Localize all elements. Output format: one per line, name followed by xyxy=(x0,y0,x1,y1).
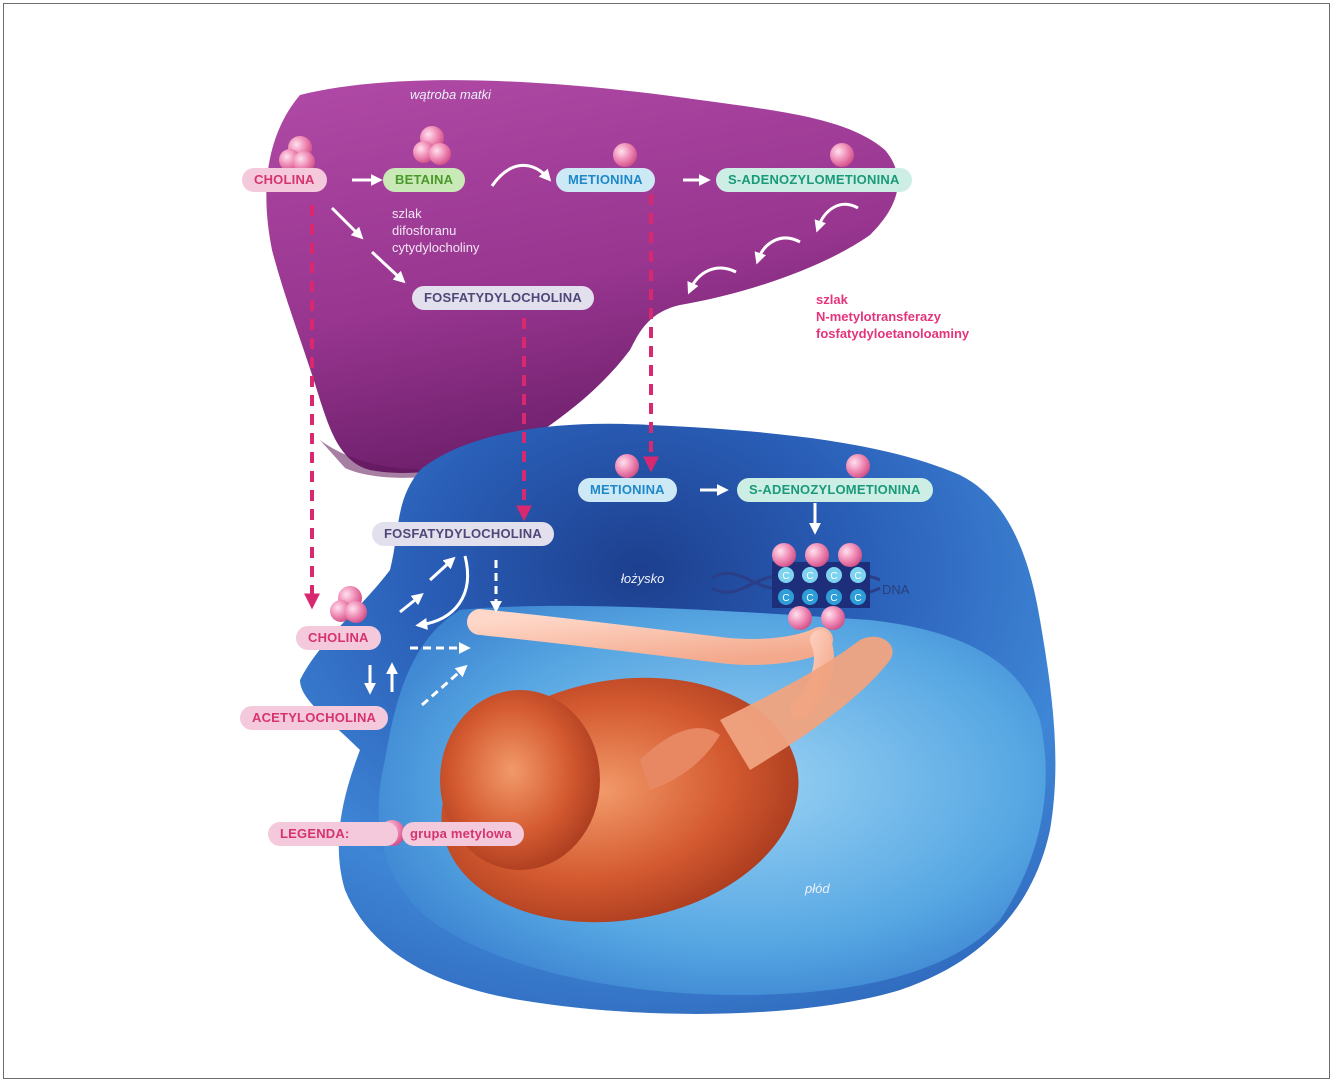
placenta-label: łożysko xyxy=(621,570,664,587)
pathway-pemt-line-3: fosfatydyloetanoloaminy xyxy=(816,325,969,342)
maternal-liver xyxy=(266,80,897,473)
dna-base-letter-2: C xyxy=(806,571,813,582)
methyl-methionine-placenta xyxy=(615,454,639,478)
node-acetylcholine: ACETYLOCHOLINA xyxy=(240,706,388,730)
pathway-pemt-line-2: N-metylotransferazy xyxy=(816,308,969,325)
methyl-methionine-liver xyxy=(613,143,637,167)
methyl-betaine-3 xyxy=(429,143,451,165)
methyl-dna-top-3 xyxy=(838,543,862,567)
methyl-sam-liver xyxy=(830,143,854,167)
dna-base-letter-5: C xyxy=(782,593,789,604)
methyl-dna-bottom-2 xyxy=(821,606,845,630)
legend-title: LEGENDA: xyxy=(268,822,398,846)
methyl-dna-top-2 xyxy=(805,543,829,567)
fetus-label: płód xyxy=(805,880,830,897)
legend-text: grupa metylowa xyxy=(402,822,524,846)
pathway-pemt-line-1: szlak xyxy=(816,291,969,308)
node-sam-liver: S-ADENOZYLOMETIONINA xyxy=(716,168,912,192)
pathway-cdp-line-1: szlak xyxy=(392,205,479,222)
node-methionine-liver: METIONINA xyxy=(556,168,655,192)
dna-base-letter-1: C xyxy=(782,571,789,582)
node-betaine: BETAINA xyxy=(383,168,465,192)
dna-base-letter-6: C xyxy=(806,593,813,604)
node-phosphatidylcholine-liver: FOSFATYDYLOCHOLINA xyxy=(412,286,594,310)
dna-base-letter-4: C xyxy=(854,571,861,582)
liver-label: wątroba matki xyxy=(410,86,491,103)
pathway-cdp-choline: szlak difosforanu cytydylocholiny xyxy=(392,205,479,256)
methyl-choline-placenta-3 xyxy=(345,601,367,623)
dna-base-letter-7: C xyxy=(830,593,837,604)
node-choline-placenta: CHOLINA xyxy=(296,626,381,650)
pathway-pemt: szlak N-metylotransferazy fosfatydyloeta… xyxy=(816,291,969,342)
dna-base-letter-8: C xyxy=(854,593,861,604)
node-choline-liver: CHOLINA xyxy=(242,168,327,192)
pathway-cdp-line-2: difosforanu xyxy=(392,222,479,239)
methyl-dna-top-1 xyxy=(772,543,796,567)
dna-label: DNA xyxy=(882,581,909,598)
node-methionine-placenta: METIONINA xyxy=(578,478,677,502)
node-phosphatidylcholine-placenta: FOSFATYDYLOCHOLINA xyxy=(372,522,554,546)
node-sam-placenta: S-ADENOZYLOMETIONINA xyxy=(737,478,933,502)
methyl-sam-placenta xyxy=(846,454,870,478)
methyl-dna-bottom-1 xyxy=(788,606,812,630)
dna-base-letter-3: C xyxy=(830,571,837,582)
pathway-cdp-line-3: cytydylocholiny xyxy=(392,239,479,256)
